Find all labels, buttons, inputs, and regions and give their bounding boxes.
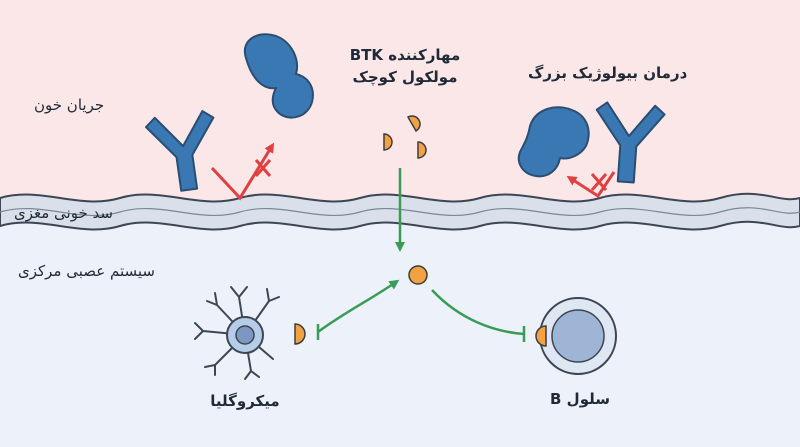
drug-molecule-icon bbox=[383, 115, 427, 159]
biologic-molecule-icon bbox=[243, 33, 314, 119]
cns-region bbox=[0, 215, 800, 447]
label-btk-line2: مولکول کوچک bbox=[352, 68, 458, 86]
label-btk-line1: مهارکننده BTK bbox=[349, 46, 461, 64]
blocked-cross-icon bbox=[566, 171, 616, 199]
microglia-inhibit-arrow bbox=[317, 279, 400, 334]
label-b-cell: سلول B bbox=[550, 390, 610, 408]
label-blood-brain-barrier: سد خونی مغزی bbox=[14, 204, 113, 222]
blocked-cross-icon bbox=[210, 142, 275, 201]
drug-molecule-icon bbox=[294, 323, 306, 345]
bcell-inhibit-arrow bbox=[431, 289, 525, 336]
antibody-y-icon bbox=[595, 101, 666, 184]
label-cns: سیستم عصبی مرکزی bbox=[18, 262, 155, 280]
microglia-cell-icon bbox=[194, 286, 280, 380]
label-microglia: میکروگلیا bbox=[210, 392, 280, 410]
label-blood-stream: جریان خون bbox=[34, 96, 105, 114]
drug-molecule-icon bbox=[408, 265, 428, 285]
b-cell-icon bbox=[535, 297, 617, 375]
biologic-molecule-icon bbox=[517, 106, 590, 178]
label-biologic-therapy: درمان بیولوژیک بزرگ bbox=[528, 64, 688, 82]
antibody-y-icon bbox=[145, 110, 215, 192]
